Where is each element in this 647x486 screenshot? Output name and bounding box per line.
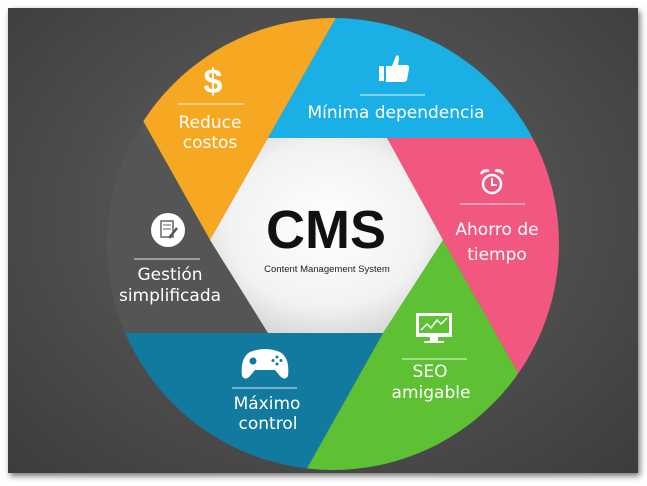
label-minima-dependencia: Mínima dependencia	[307, 103, 484, 123]
dollar-icon: $	[204, 63, 223, 101]
label-seo-2: amigable	[392, 383, 471, 403]
center-subtitle: Content Management System	[264, 264, 390, 275]
label-seo-1: SEO	[413, 362, 448, 382]
label-reduce-costos-1: Reduce	[179, 113, 242, 133]
label-maximo-1: Máximo	[234, 394, 301, 414]
thumbs-up-icon	[379, 55, 410, 82]
document-edit-icon	[151, 213, 185, 247]
gamepad-icon	[241, 349, 289, 379]
label-ahorro-1: Ahorro de	[455, 220, 538, 240]
label-reduce-costos-2: costos	[183, 133, 238, 153]
segment-ahorro-de-tiempo	[387, 138, 559, 470]
segment-gestion-simplificada	[107, 18, 268, 333]
cms-wheel-diagram: CMS Content Management System $ Reduce c…	[107, 18, 559, 470]
label-gestion-2: simplificada	[119, 286, 221, 306]
label-maximo-2: control	[239, 414, 298, 434]
infographic-frame: CMS Content Management System $ Reduce c…	[8, 8, 638, 473]
alarm-clock-icon	[479, 169, 505, 195]
label-ahorro-2: tiempo	[467, 245, 527, 265]
center-title: CMS	[266, 200, 386, 260]
center-hexagon	[210, 138, 443, 333]
label-gestion-1: Gestión	[137, 265, 202, 285]
monitor-chart-icon	[416, 313, 452, 343]
